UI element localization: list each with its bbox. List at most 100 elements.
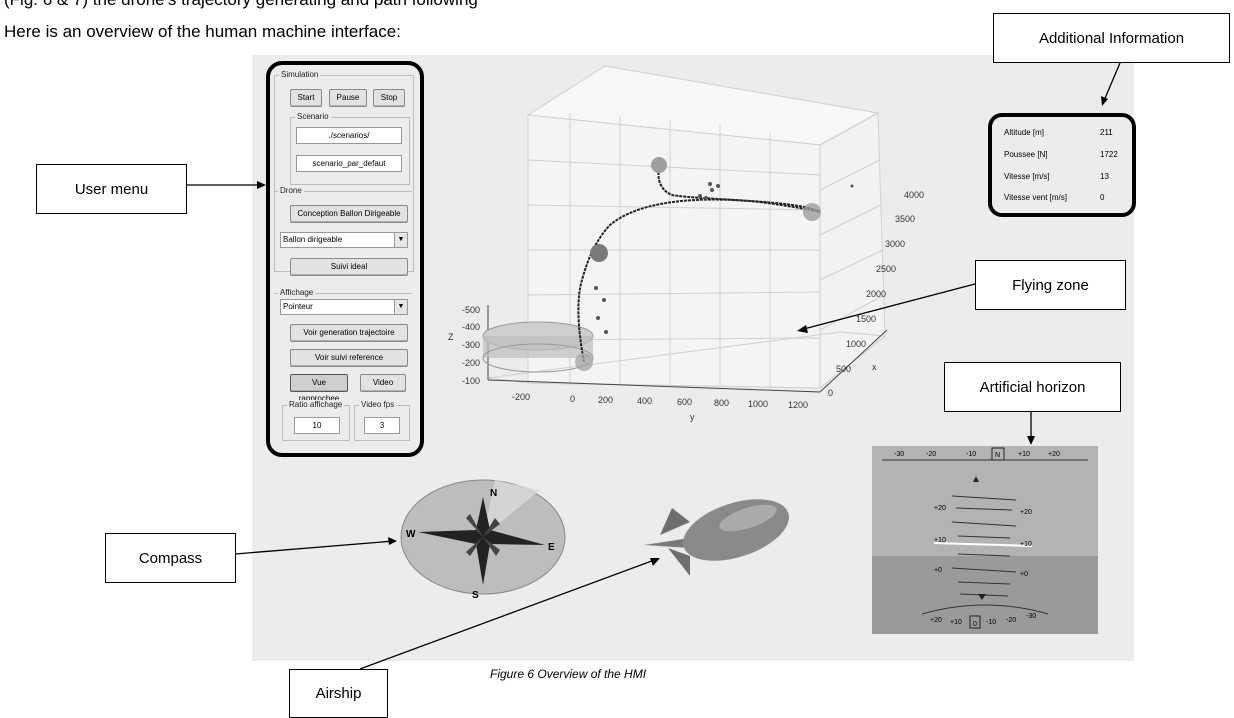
x-tick: 1000 bbox=[846, 339, 866, 349]
horizon-top-tick: N bbox=[995, 452, 1000, 459]
horizon-pitch-left: +10 bbox=[934, 537, 946, 544]
horizon-bottom-tick: -30 bbox=[1026, 613, 1036, 620]
horizon-top-tick: +20 bbox=[1048, 451, 1060, 458]
y-tick: -200 bbox=[512, 392, 530, 402]
waypoint-sphere bbox=[651, 157, 667, 173]
figure-caption: Figure 6 Overview of the HMI bbox=[490, 667, 647, 681]
y-tick: 200 bbox=[598, 395, 613, 405]
suivi-ideal-button[interactable]: Suivi ideal bbox=[290, 258, 408, 276]
horizon-pitch-right: +20 bbox=[1020, 509, 1032, 516]
horizon-bottom-tick: -10 bbox=[986, 619, 996, 626]
vue-rapprochee-button[interactable]: Vue rapprochee bbox=[290, 374, 348, 403]
y-tick: 0 bbox=[570, 394, 575, 404]
info-value-altitude: 211 bbox=[1100, 128, 1113, 137]
info-label-vitesse: Vitesse [m/s] bbox=[1004, 172, 1050, 181]
intro-text: Here is an overview of the human machine… bbox=[4, 22, 401, 41]
simulation-title: Simulation bbox=[279, 70, 321, 79]
info-label-vent: Vitesse vent [m/s] bbox=[1004, 193, 1067, 202]
trajectory-path bbox=[577, 164, 821, 363]
additional-info-panel: Altitude [m] 211 Poussee [N] 1722 Vitess… bbox=[988, 113, 1136, 217]
scenario-title: Scenario bbox=[295, 112, 331, 121]
scenario-path-field[interactable]: ./scenarios/ bbox=[296, 127, 402, 144]
callout-airship: Airship bbox=[289, 669, 388, 718]
scenario-group: Scenario bbox=[290, 112, 410, 185]
compass-s: S bbox=[472, 590, 479, 601]
horizon-bottom-tick: -20 bbox=[1006, 617, 1016, 624]
z-tick: -100 bbox=[462, 376, 480, 386]
z-tick: -300 bbox=[462, 340, 480, 350]
compass-widget bbox=[400, 479, 566, 595]
x-tick: 4000 bbox=[904, 190, 924, 200]
y-axis-label: y bbox=[690, 412, 695, 422]
callout-flying-zone: Flying zone bbox=[975, 260, 1126, 310]
ratio-field[interactable]: 10 bbox=[294, 417, 340, 434]
drone-type-value: Ballon dirigeable bbox=[283, 235, 343, 244]
horizon-pitch-right: +0 bbox=[1020, 571, 1028, 578]
affichage-title: Affichage bbox=[278, 288, 316, 297]
waypoint-dots bbox=[594, 182, 854, 334]
horizon-top-tick: -20 bbox=[926, 451, 936, 458]
ratio-title: Ratio affichage bbox=[287, 400, 345, 409]
x-tick: 2000 bbox=[866, 289, 886, 299]
cut-text: (Fig. 6 & 7) the drone's trajectory gene… bbox=[4, 0, 478, 10]
horizon-top-tick: -10 bbox=[966, 451, 976, 458]
callout-arrowheads bbox=[257, 96, 1108, 566]
y-tick: 1200 bbox=[788, 400, 808, 410]
info-label-poussee: Poussee [N] bbox=[1004, 150, 1048, 159]
info-value-poussee: 1722 bbox=[1100, 150, 1118, 159]
cut-text-line: (Fig. 6 & 7) the drone's trajectory gene… bbox=[0, 0, 1234, 14]
fps-title: Video fps bbox=[359, 400, 397, 409]
x-tick: 2500 bbox=[876, 264, 896, 274]
affichage-group: Affichage bbox=[274, 288, 412, 382]
info-value-vent: 0 bbox=[1100, 193, 1105, 202]
chevron-down-icon: ▼ bbox=[394, 300, 407, 314]
callout-arrows bbox=[185, 62, 1121, 670]
horizon-pitch-left: +20 bbox=[934, 505, 946, 512]
start-ring-band bbox=[483, 336, 593, 358]
horizon-pitch-right: +10 bbox=[1020, 541, 1032, 548]
horizon-pitch-left: +0 bbox=[934, 567, 942, 574]
drone-group: Drone bbox=[274, 186, 412, 282]
y-tick: 400 bbox=[637, 396, 652, 406]
chevron-down-icon: ▼ bbox=[394, 233, 407, 247]
horizon-top-tick: +10 bbox=[1018, 451, 1030, 458]
pause-button[interactable]: Pause bbox=[329, 89, 367, 107]
video-button[interactable]: Video bbox=[360, 374, 406, 392]
x-tick: 500 bbox=[836, 364, 851, 374]
drone-type-select[interactable]: Ballon dirigeable ▼ bbox=[280, 232, 408, 248]
compass-n: N bbox=[490, 488, 497, 499]
x-tick: 3500 bbox=[895, 214, 915, 224]
fps-field[interactable]: 3 bbox=[364, 417, 400, 434]
fps-group: Video fps bbox=[354, 400, 410, 441]
stop-button[interactable]: Stop bbox=[373, 89, 405, 107]
waypoint-sphere bbox=[575, 353, 593, 371]
voir-suivi-button[interactable]: Voir suivi reference bbox=[290, 349, 408, 367]
y-tick: 600 bbox=[677, 397, 692, 407]
drone-title: Drone bbox=[278, 186, 304, 195]
start-ring-bottom bbox=[482, 343, 594, 373]
scenario-name-field[interactable]: scenario_par_defaut bbox=[296, 155, 402, 172]
z-tick: -200 bbox=[462, 358, 480, 368]
x-axis-label: x bbox=[872, 362, 877, 372]
affichage-select[interactable]: Pointeur ▼ bbox=[280, 299, 408, 315]
x-tick: 0 bbox=[828, 388, 833, 398]
callout-user-menu: User menu bbox=[36, 164, 187, 214]
compass-e: E bbox=[548, 542, 555, 553]
z-axis-label: Z bbox=[448, 332, 454, 342]
ratio-group: Ratio affichage bbox=[282, 400, 350, 441]
start-button[interactable]: Start bbox=[290, 89, 322, 107]
artificial-horizon-widget: -30 -20 -10 N +10 +20 +20 +10 +0 +20 +10… bbox=[872, 446, 1098, 634]
callout-additional-info: Additional Information bbox=[993, 13, 1230, 63]
horizon-bottom-tick: +20 bbox=[930, 617, 942, 624]
waypoint-sphere bbox=[803, 203, 821, 221]
callout-compass: Compass bbox=[105, 533, 236, 583]
callout-artificial-horizon: Artificial horizon bbox=[944, 362, 1121, 412]
waypoint-sphere bbox=[590, 244, 608, 262]
z-tick: -400 bbox=[462, 322, 480, 332]
conception-button[interactable]: Conception Ballon Dirigeable bbox=[290, 205, 408, 223]
horizon-top-tick: -30 bbox=[894, 451, 904, 458]
voir-generation-button[interactable]: Voir generation trajectoire bbox=[290, 324, 408, 342]
y-tick: 800 bbox=[714, 398, 729, 408]
horizon-bottom-tick: 0 bbox=[973, 621, 977, 628]
